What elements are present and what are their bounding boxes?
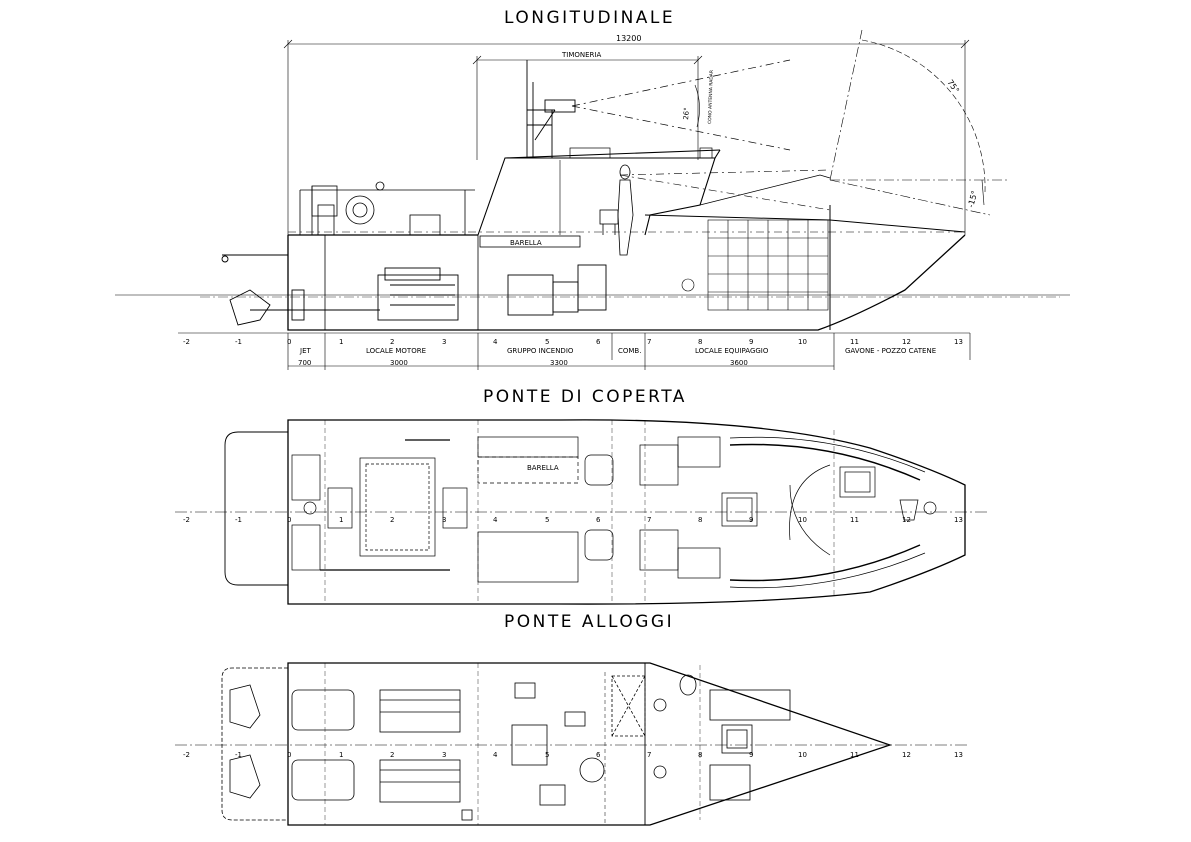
svg-text:10: 10 — [798, 338, 807, 346]
comp-locale-motore: LOCALE MOTORE — [366, 347, 426, 355]
svg-text:10: 10 — [798, 751, 807, 759]
svg-text:0: 0 — [287, 751, 291, 759]
svg-text:4: 4 — [493, 516, 498, 524]
svg-text:11: 11 — [850, 338, 859, 346]
svg-text:2: 2 — [390, 338, 394, 346]
svg-text:10: 10 — [798, 516, 807, 524]
compartment-labels: JET LOCALE MOTORE GRUPPO INCENDIO COMB. … — [299, 347, 936, 355]
mast-swing — [829, 29, 1010, 216]
comp-jet: JET — [299, 347, 311, 355]
mast-angle-down: -15° — [966, 190, 979, 209]
comp-gruppo-incendio: GRUPPO INCENDIO — [507, 347, 574, 355]
svg-text:2: 2 — [390, 751, 394, 759]
dim-jet: 700 — [298, 359, 311, 367]
deck-frame-lines — [324, 420, 835, 604]
mast-angle-up: 75° — [945, 78, 961, 95]
svg-text:-2: -2 — [183, 338, 190, 346]
svg-text:5: 5 — [545, 338, 549, 346]
radar-cone — [571, 59, 791, 151]
svg-text:7: 7 — [647, 751, 651, 759]
svg-text:-1: -1 — [235, 338, 242, 346]
dim-locale-motore: 3000 — [390, 359, 408, 367]
engine-side — [290, 264, 607, 321]
frame-numbers-lower-deck: -2 -1 0 1 2 3 4 5 6 7 8 9 10 11 12 13 — [183, 751, 963, 759]
main-deck-plan: BARELLA — [175, 419, 990, 605]
svg-text:9: 9 — [749, 516, 753, 524]
dim-locale-equipaggio: 3600 — [730, 359, 748, 367]
svg-text:-1: -1 — [235, 751, 242, 759]
deck-outline — [224, 419, 966, 605]
title-ponte-di-coperta: PONTE DI COPERTA — [483, 387, 687, 407]
timoneria-dimension: TIMONERIA — [472, 51, 703, 160]
lower-deck-outline — [221, 662, 893, 826]
deck-fittings: BARELLA — [291, 436, 937, 589]
frame-numbers-deck: -2 -1 0 1 2 3 4 5 6 7 8 9 10 11 12 13 — [183, 516, 963, 524]
svg-text:9: 9 — [749, 751, 753, 759]
svg-text:12: 12 — [902, 751, 911, 759]
svg-text:5: 5 — [545, 516, 549, 524]
svg-text:12: 12 — [902, 516, 911, 524]
svg-text:0: 0 — [287, 516, 291, 524]
hull-profile — [287, 205, 966, 331]
svg-text:3: 3 — [442, 751, 446, 759]
svg-text:11: 11 — [850, 516, 859, 524]
svg-text:4: 4 — [493, 751, 498, 759]
svg-text:6: 6 — [596, 338, 601, 346]
comp-gavone: GAVONE - POZZO CATENE — [845, 347, 936, 355]
lower-deck-machinery — [229, 663, 791, 825]
svg-text:13: 13 — [954, 751, 963, 759]
compartment-dimensions: 700 3000 3300 3600 — [298, 359, 748, 367]
svg-text:6: 6 — [596, 751, 601, 759]
title-ponte-alloggi: PONTE ALLOGGI — [504, 612, 675, 632]
aft-deck-fittings — [287, 181, 479, 331]
svg-text:1: 1 — [339, 516, 343, 524]
overall-dimension: 13200 — [283, 34, 970, 235]
lower-deck-frame-lines — [324, 663, 701, 825]
frame-numbers-longitudinal: -2 -1 0 1 2 3 4 5 6 7 8 9 10 11 12 13 — [183, 338, 963, 346]
svg-text:8: 8 — [698, 751, 702, 759]
svg-text:3: 3 — [442, 516, 446, 524]
svg-text:8: 8 — [698, 516, 702, 524]
svg-text:12: 12 — [902, 338, 911, 346]
svg-text:9: 9 — [749, 338, 753, 346]
radar-angle: 26° — [682, 107, 691, 120]
svg-text:-2: -2 — [183, 516, 190, 524]
svg-text:1: 1 — [339, 338, 343, 346]
svg-text:4: 4 — [493, 338, 498, 346]
svg-text:3: 3 — [442, 338, 446, 346]
bow-tank-grid — [681, 219, 829, 311]
svg-text:1: 1 — [339, 751, 343, 759]
svg-text:2: 2 — [390, 516, 394, 524]
longitudinal-view: 13200 TIMONERIA 26° CONO ANTENNA RADAR — [115, 29, 1070, 370]
lower-deck-plan: -2 -1 0 1 2 3 4 5 6 7 8 9 10 11 12 13 — [175, 662, 970, 826]
svg-text:8: 8 — [698, 338, 702, 346]
frame-scale-longitudinal — [178, 332, 971, 370]
helmsman-figure — [599, 164, 634, 256]
dim-overall: 13200 — [616, 34, 641, 43]
svg-text:11: 11 — [850, 751, 859, 759]
jet-nozzle — [221, 254, 330, 326]
comp-comb: COMB. — [618, 347, 641, 355]
label-barella-side: BARELLA — [510, 239, 542, 247]
svg-text:0: 0 — [287, 338, 291, 346]
superstructure: BARELLA — [477, 147, 831, 248]
comp-locale-equipaggio: LOCALE EQUIPAGGIO — [695, 347, 769, 355]
svg-text:7: 7 — [647, 516, 651, 524]
dim-gruppo-incendio: 3300 — [550, 359, 568, 367]
svg-text:13: 13 — [954, 516, 963, 524]
label-timoneria: TIMONERIA — [561, 51, 601, 59]
svg-text:-2: -2 — [183, 751, 190, 759]
svg-text:13: 13 — [954, 338, 963, 346]
svg-text:7: 7 — [647, 338, 651, 346]
radar-mast — [526, 60, 576, 158]
radar-angle-note: CONO ANTENNA RADAR — [707, 70, 715, 124]
svg-text:5: 5 — [545, 751, 549, 759]
label-barella-plan: BARELLA — [527, 464, 559, 472]
svg-text:6: 6 — [596, 516, 601, 524]
title-longitudinale: LONGITUDINALE — [504, 8, 676, 28]
svg-text:-1: -1 — [235, 516, 242, 524]
